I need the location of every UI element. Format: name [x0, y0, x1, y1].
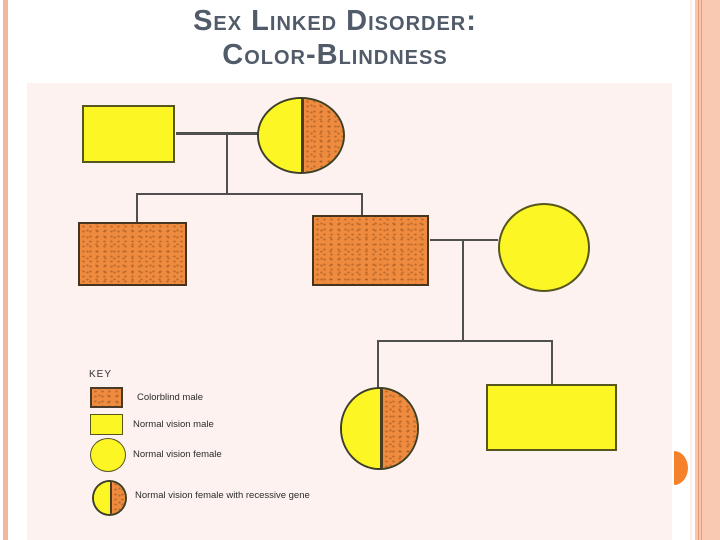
- connector-drop-III-1: [377, 342, 379, 388]
- carrier-recessive-allele-half: [109, 482, 125, 514]
- pedigree-member-II-1-colorblind-male: [78, 222, 187, 286]
- connector-drop-II-1: [136, 195, 138, 223]
- connector-couple-gen2: [430, 239, 498, 241]
- key-label-carrier-female: Normal vision female with recessive gene: [135, 490, 310, 501]
- connector-sibling-bar-gen2: [136, 193, 363, 195]
- pedigree-member-II-2-colorblind-male: [312, 215, 429, 286]
- key-swatch-normal-vision-female: [90, 438, 126, 472]
- pedigree-member-II-3-normal-female: [498, 203, 590, 292]
- key-swatch-normal-vision-male: [90, 414, 123, 435]
- connector-drop-gen2: [462, 241, 464, 341]
- connector-drop-II-2: [361, 195, 363, 216]
- key-label-normal-vision-female: Normal vision female: [133, 449, 222, 460]
- connector-couple-gen1: [176, 132, 258, 135]
- page-title: Sex Linked Disorder: Color-Blindness: [30, 4, 640, 72]
- page-title-line1: Sex Linked Disorder:: [193, 5, 477, 37]
- left-border-stripe: [3, 0, 8, 540]
- connector-drop-III-2: [551, 342, 553, 385]
- pedigree-member-I-2-carrier-female: [257, 97, 345, 174]
- pedigree-member-III-1-carrier-female: [340, 387, 419, 470]
- connector-sibling-bar-gen3: [377, 340, 553, 342]
- pedigree-member-III-2-normal-male: [486, 384, 617, 451]
- key-heading: KEY: [89, 369, 113, 380]
- right-border-stripes: [690, 0, 720, 540]
- page-title-line2: Color-Blindness: [222, 39, 448, 71]
- key-label-normal-vision-male: Normal vision male: [133, 419, 214, 430]
- key-swatch-carrier-female: [92, 480, 127, 516]
- pedigree-member-I-1-normal-male: [82, 105, 175, 163]
- key-swatch-colorblind-male: [90, 387, 123, 408]
- connector-drop-gen1: [226, 135, 228, 194]
- carrier-normal-allele-half: [94, 482, 110, 514]
- key-label-colorblind-male: Colorblind male: [137, 392, 204, 403]
- next-slide-arrow-icon[interactable]: [674, 451, 688, 485]
